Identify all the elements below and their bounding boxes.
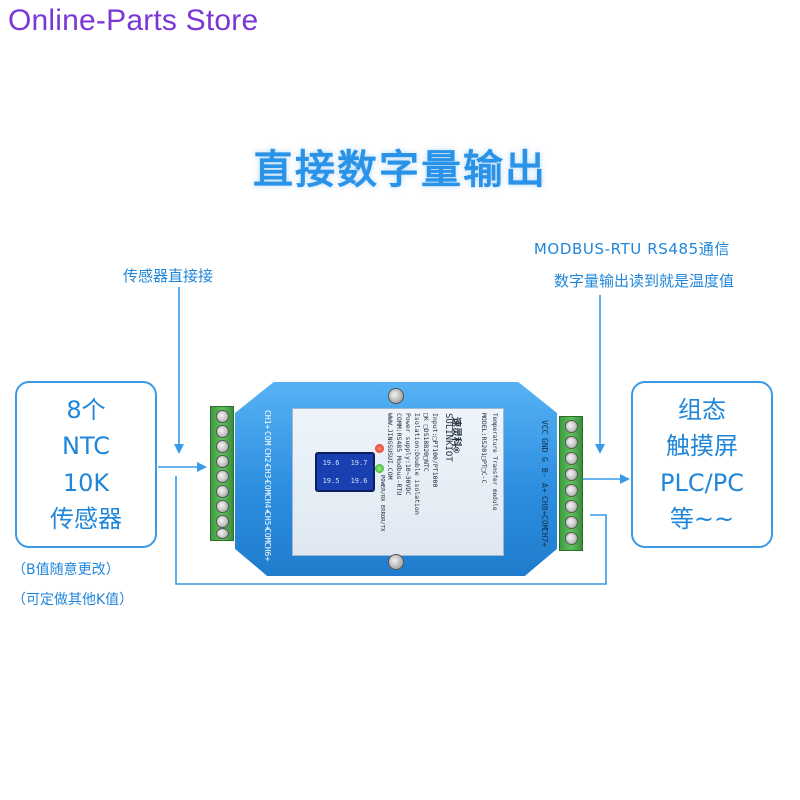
lcd-display: 19.6 19.7 19.5 19.6 — [315, 452, 375, 492]
pin-label-left: COM — [263, 528, 272, 543]
caption-output-value: 数字量输出读到就是温度值 — [553, 272, 734, 290]
target-touchscreen: 触摸屏 — [666, 432, 738, 460]
sensor-word: 传感器 — [50, 505, 122, 533]
pin-label-right: B- — [540, 468, 549, 478]
panel-led-error-label: ERROR/TX — [379, 505, 385, 532]
terminal-screw — [216, 485, 229, 498]
sensor-count: 8个 — [66, 395, 106, 424]
pin-label-left: COM — [263, 480, 272, 495]
terminal-screw — [565, 468, 578, 481]
headline-direct-digital-output: 直接数字量输出 — [253, 147, 547, 193]
panel-input-types: □K □DS18B20□NTC — [422, 413, 430, 472]
wire-loop — [175, 476, 607, 585]
caption-output-protocol: MODBUS-RTU RS485通信 — [533, 240, 730, 258]
target-plc-pc: PLC/PC — [660, 468, 744, 497]
terminal-screw — [216, 410, 229, 423]
terminal-screw — [216, 500, 229, 513]
terminal-screw — [565, 420, 578, 433]
pin-label-right: GND — [540, 438, 549, 453]
store-name: Online-Parts Store — [8, 4, 259, 37]
terminal-screw — [565, 500, 578, 513]
pin-label-left: COM — [263, 431, 272, 446]
terminal-screw — [216, 455, 229, 468]
pin-label-right: CH8+ — [540, 496, 549, 516]
target-scada: 组态 — [678, 395, 726, 424]
pin-label-right: CH7+ — [540, 528, 549, 548]
terminal-screw — [216, 425, 229, 438]
lcd-value: 19.6 — [350, 477, 368, 485]
target-etc: 等~~ — [669, 505, 735, 533]
lcd-value: 19.7 — [350, 459, 368, 467]
temperature-module-device: Temperature Transfer module MODEL:RS201□… — [207, 368, 585, 590]
pin-label-left: CH6+ — [263, 542, 272, 562]
right-terminal-block — [559, 416, 583, 551]
note-b-value: （B值随意更改） — [12, 562, 120, 578]
sensor-resistance: 10K — [62, 468, 110, 497]
power-led — [375, 464, 384, 473]
terminal-screw — [565, 484, 578, 497]
lcd-value: 19.5 — [322, 477, 340, 485]
panel-input: Input:□PT100/PT1000 — [431, 413, 439, 488]
terminal-screw — [216, 515, 229, 528]
pin-label-right: A+ — [540, 483, 549, 493]
pin-label-right: VCC — [540, 420, 549, 435]
pin-label-right: G — [540, 457, 549, 462]
output-target-box: 组态 触摸屏 PLC/PC 等~~ — [631, 381, 773, 548]
error-led — [375, 444, 384, 453]
panel-power: Power supply:10~30VDC — [404, 413, 412, 496]
mount-screw-top — [388, 388, 404, 404]
lcd-value: 19.6 — [322, 459, 340, 467]
terminal-screw — [565, 532, 578, 545]
panel-product-type: Temperature Transfer module — [491, 413, 498, 511]
terminal-screw — [216, 440, 229, 453]
panel-comm: COMM:RS485 Modbus-RTU — [395, 413, 403, 496]
panel-brand-en: SULINKIOT — [443, 413, 453, 462]
mount-screw-bottom — [388, 554, 404, 570]
left-terminal-block — [210, 406, 234, 541]
panel-model: MODEL:RS201□PT□C-C — [480, 413, 488, 484]
terminal-screw — [565, 436, 578, 449]
note-custom-k: （可定做其他K值） — [12, 592, 134, 608]
terminal-screw — [216, 470, 229, 483]
terminal-screw — [216, 528, 229, 539]
sensor-type: NTC — [62, 432, 110, 460]
panel-isolation: Isolation:Double isolation — [413, 413, 421, 515]
terminal-screw — [565, 452, 578, 465]
terminal-screw — [565, 516, 578, 529]
pin-label-left: CH1+ — [263, 410, 272, 430]
panel-led-power-label: POWER/RX — [379, 475, 385, 502]
panel-website: WWW.JINGSUSUI.COM — [386, 413, 394, 480]
sensor-description-box: 8个 NTC 10K 传感器 — [15, 381, 157, 548]
caption-sensor-direct: 传感器直接接 — [123, 267, 214, 285]
